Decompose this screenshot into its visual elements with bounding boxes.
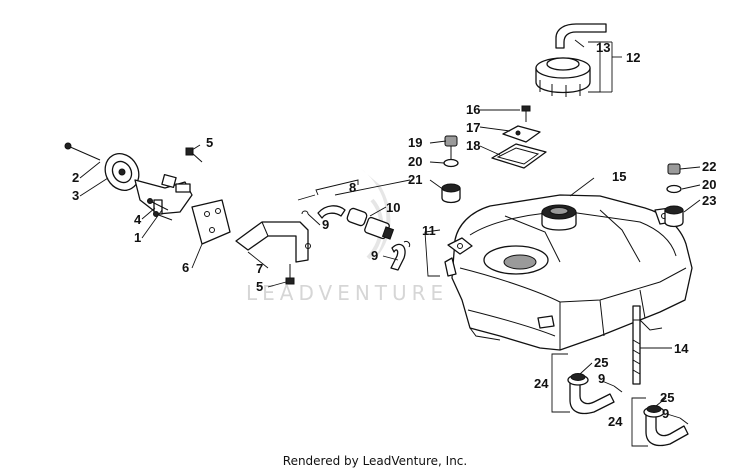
callout-7: 7 (256, 261, 263, 276)
callout-2: 2 (72, 170, 79, 185)
fuel-cap-assembly (535, 23, 622, 97)
sender-plate-assembly (491, 105, 547, 169)
footer-credit: Rendered by LeadVenture, Inc. (283, 454, 467, 468)
callout-3: 3 (72, 188, 79, 203)
callout-18: 18 (466, 138, 480, 153)
fuel-valve-assembly (64, 142, 309, 285)
callout-17: 17 (466, 120, 480, 135)
callout-6: 6 (182, 260, 189, 275)
callout-25-right: 25 (660, 390, 674, 405)
callout-16: 16 (466, 102, 480, 117)
group-brackets-left (297, 179, 441, 277)
callout-24-right: 24 (608, 414, 623, 429)
fuel-filter-assembly (301, 205, 411, 271)
fuel-tank (444, 194, 693, 351)
callout-21: 21 (408, 172, 422, 187)
callout-9-lower: 9 (371, 248, 378, 263)
callout-8: 8 (349, 180, 356, 195)
callout-9-left-hose: 9 (598, 371, 605, 386)
callout-1: 1 (134, 230, 141, 245)
watermark-text: LEADVENTURE (246, 281, 448, 305)
callout-20-right: 20 (702, 177, 716, 192)
callout-13: 13 (596, 40, 610, 55)
leader-lines (79, 39, 701, 419)
callout-labels: 2 3 4 1 5 6 7 5 8 9 10 9 11 12 13 16 17 … (72, 40, 716, 429)
callout-5-top: 5 (206, 135, 213, 150)
callout-9-upper: 9 (322, 217, 329, 232)
callout-5-bottom: 5 (256, 279, 263, 294)
callout-23: 23 (702, 193, 716, 208)
callout-12: 12 (626, 50, 640, 65)
callout-19: 19 (408, 135, 422, 150)
callout-22: 22 (702, 159, 716, 174)
drain-hose-right (631, 397, 689, 447)
callout-15: 15 (612, 169, 626, 184)
callout-10: 10 (386, 200, 400, 215)
callout-9-right-hose: 9 (662, 406, 669, 421)
callout-11: 11 (422, 223, 436, 238)
callout-24-left: 24 (534, 376, 549, 391)
callout-25-left: 25 (594, 355, 608, 370)
callout-4: 4 (134, 212, 142, 227)
callout-14: 14 (674, 341, 689, 356)
grommet-stack-right (664, 163, 684, 228)
callout-20-left: 20 (408, 154, 422, 169)
drain-hose-left (551, 353, 623, 415)
watermark: LEADVENTURE (246, 168, 448, 305)
grommet-stack-left (441, 135, 461, 204)
bolt-14 (632, 305, 641, 385)
